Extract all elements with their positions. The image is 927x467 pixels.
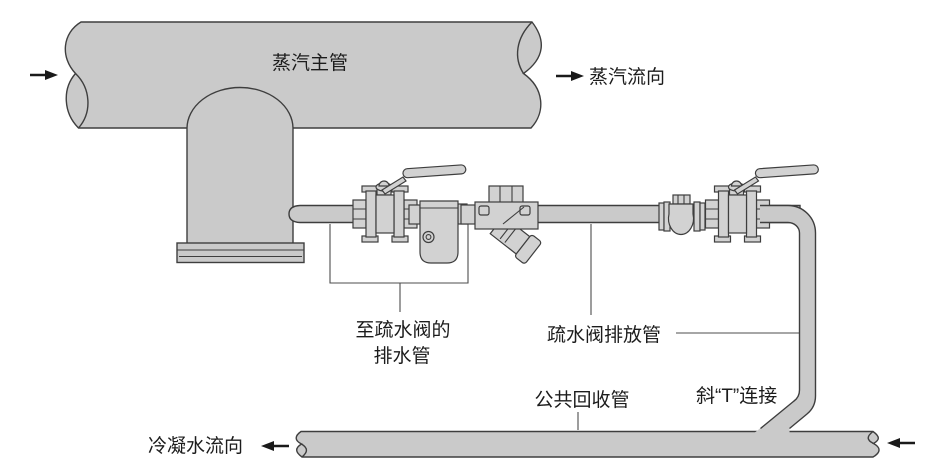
steam-main-label: 蒸汽主管 <box>272 52 348 74</box>
flange <box>176 242 305 264</box>
tee-dome-drip-leg <box>186 86 294 244</box>
steam-inlet-arrow-icon <box>30 70 58 80</box>
y-strainer-icon <box>460 185 542 264</box>
steam-flow-arrow-icon <box>556 71 584 81</box>
condensate-flow-arrow-icon <box>261 441 289 451</box>
steam-flow-label: 蒸汽流向 <box>589 66 665 88</box>
angled-tee-label: 斜“T”连接 <box>696 385 777 407</box>
condensate-inlet-arrow-icon <box>887 438 915 448</box>
drain-to-trap-label-line2: 排水管 <box>373 345 430 367</box>
check-valve-icon <box>658 194 706 236</box>
discharge-elbow-pipe <box>753 204 817 434</box>
steam-trap-icon <box>408 200 468 264</box>
common-return-pipe <box>295 430 880 458</box>
trap-discharge-label: 疏水阀排放管 <box>547 324 661 346</box>
common-return-label: 公共回收管 <box>534 389 629 411</box>
steam-main-pipe <box>64 21 542 129</box>
condensate-flow-label: 冷凝水流向 <box>148 435 243 457</box>
drain-to-trap-label-line1: 至疏水阀的 <box>355 319 450 341</box>
drain-label-bracket <box>329 224 469 312</box>
